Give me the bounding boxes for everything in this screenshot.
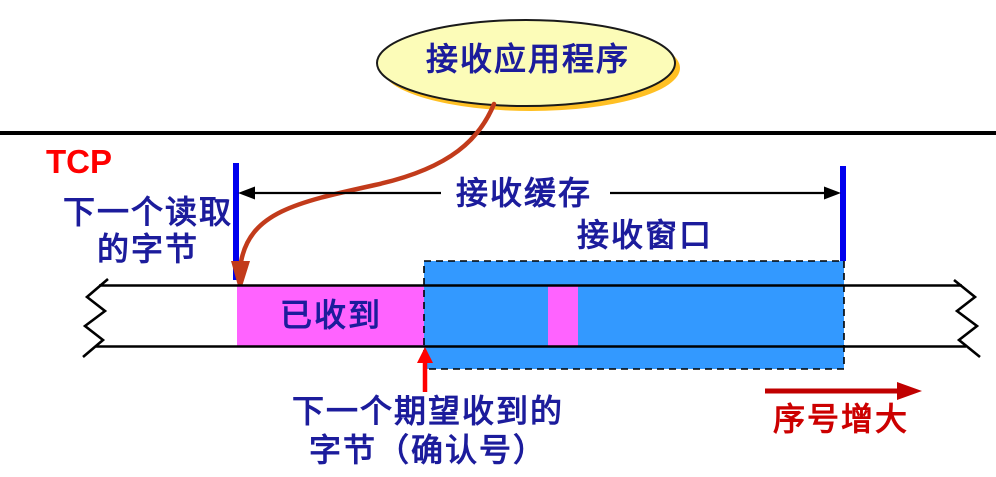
buffer-extent-arrowhead-left [238,186,255,200]
application-bubble-label: 接收应用程序 [425,41,631,77]
buffer-extent-arrowhead-right [824,186,841,200]
next-read-byte-label: 下一个读取 的字节 [62,194,234,267]
host-boundary-line [0,131,996,135]
app-pointer-arrowhead [231,261,250,293]
out-of-order-segment [548,286,578,346]
receive-window-box [423,260,845,370]
received-segment [237,286,425,346]
stream-break-right [953,278,981,359]
tcp-label: TCP [46,143,112,180]
seq-increase-label: 序号增大 [772,401,910,437]
seq-increase-arrowhead [897,382,922,400]
received-segment-label: 已收到 [279,297,383,333]
receive-buffer-label: 接收缓存 [455,175,593,211]
application-bubble [376,19,676,107]
app-pointer-curve [238,101,497,265]
next-expected-arrowhead [417,347,433,363]
receive-window-label: 接收窗口 [576,217,714,253]
stream-break-left [82,278,109,358]
next-expected-byte-label: 下一个期望收到的 字节（确认号） [291,393,565,468]
